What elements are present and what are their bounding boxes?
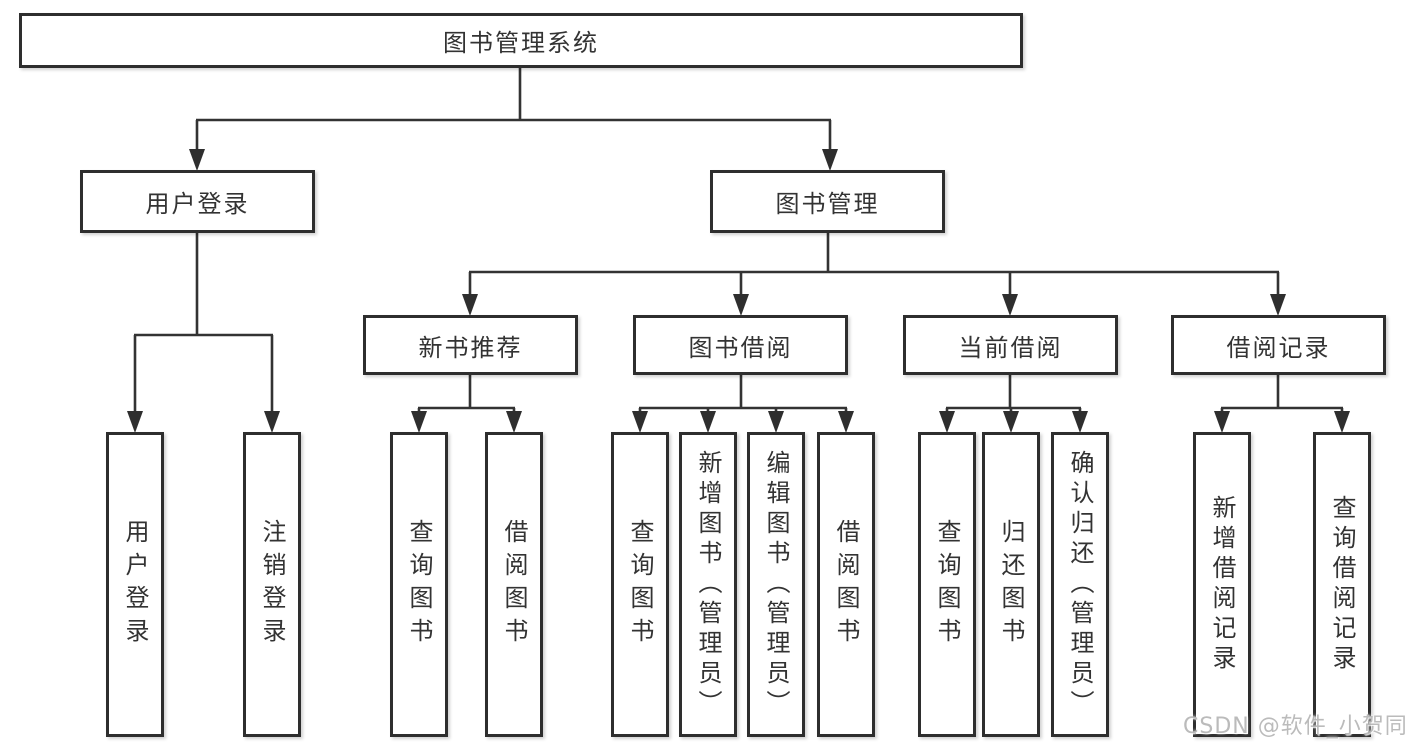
node-user-login-label: 用户登录 [145,190,250,218]
node-book-borrow-label: 图书借阅 [688,333,793,362]
leaf-query-borrow-record: 查询借阅记录 [1313,432,1371,737]
leaf-query-book-borrow-label: 查询图书 [626,518,654,651]
node-new-book-recommend: 新书推荐 [363,315,578,375]
leaf-add-book-admin-label: 新增图书（管理员） [694,449,722,720]
leaf-query-book-borrow: 查询图书 [611,432,669,737]
node-new-book-recommend-label: 新书推荐 [418,333,523,362]
leaf-borrow-book-label: 借阅图书 [832,518,860,651]
leaf-return-book-label: 归还图书 [997,518,1025,651]
leaf-confirm-return-admin-label: 确认归还（管理员） [1066,449,1094,720]
leaf-edit-book-admin-label: 编辑图书（管理员） [762,449,790,720]
node-current-borrow: 当前借阅 [903,315,1118,375]
node-book-management-label: 图书管理 [775,190,880,218]
leaf-borrow-book: 借阅图书 [817,432,875,737]
node-root-system: 图书管理系统 [19,13,1023,68]
csdn-watermark: CSDN @软件_小贺同学 [1183,714,1405,739]
leaf-user-login: 用户登录 [106,432,164,737]
node-user-login: 用户登录 [80,170,315,233]
node-borrow-records-label: 借阅记录 [1226,333,1331,362]
leaf-query-book-current-label: 查询图书 [933,518,961,651]
node-current-borrow-label: 当前借阅 [958,333,1063,362]
leaf-add-book-admin: 新增图书（管理员） [679,432,737,737]
leaf-borrow-book-recommend-label: 借阅图书 [500,518,528,651]
leaf-logout-label: 注销登录 [258,518,286,651]
leaf-return-book: 归还图书 [982,432,1040,737]
leaf-logout: 注销登录 [243,432,301,737]
leaf-add-borrow-record: 新增借阅记录 [1193,432,1251,737]
arrowheads [127,149,1350,433]
node-book-borrow: 图书借阅 [633,315,848,375]
leaf-query-book-recommend-label: 查询图书 [405,518,433,651]
connectors [133,68,1344,413]
leaf-add-borrow-record-label: 新增借阅记录 [1208,494,1236,675]
node-root-system-label: 图书管理系统 [443,29,599,57]
leaf-user-login-label: 用户登录 [121,518,149,651]
leaf-query-book-current: 查询图书 [918,432,976,737]
node-borrow-records: 借阅记录 [1171,315,1386,375]
leaf-query-book-recommend: 查询图书 [390,432,448,737]
leaf-confirm-return-admin: 确认归还（管理员） [1051,432,1109,737]
leaf-query-borrow-record-label: 查询借阅记录 [1328,494,1356,675]
leaf-edit-book-admin: 编辑图书（管理员） [747,432,805,737]
node-book-management: 图书管理 [710,170,945,233]
leaf-borrow-book-recommend: 借阅图书 [485,432,543,737]
